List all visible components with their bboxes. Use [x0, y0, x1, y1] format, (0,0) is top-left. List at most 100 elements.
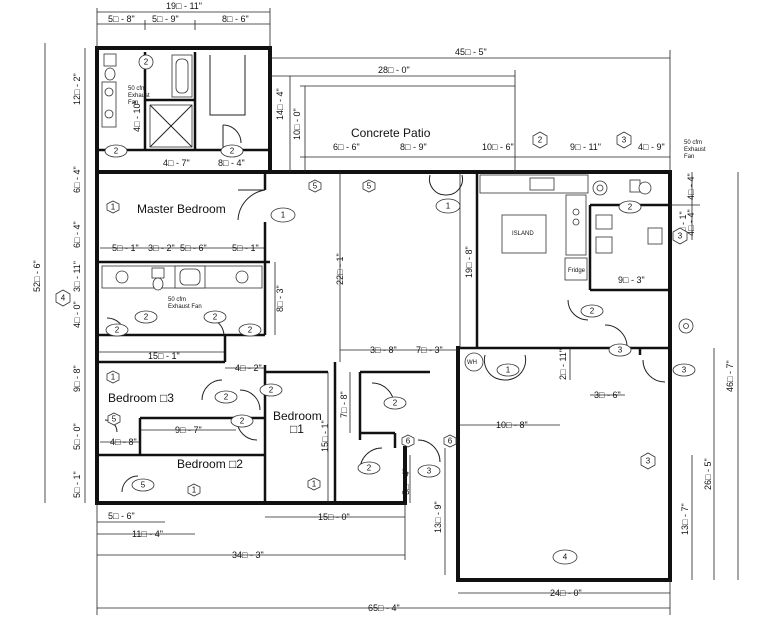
dim-5-1-c: 5□ - 1"	[72, 471, 82, 498]
bedroom-1-label: Bedroom	[273, 409, 322, 423]
fan-note-utility-2: Exhaust	[684, 147, 706, 153]
tag-3: 3	[427, 467, 432, 476]
dim-6-4-a: 6□ - 4"	[72, 166, 82, 193]
dim-15-1-b: 15□ - 1"	[320, 420, 330, 452]
tag-6: 6	[448, 437, 453, 446]
dim-4-9: 4□ - 9"	[638, 142, 665, 152]
dim-52-6: 52□ - 6"	[32, 260, 42, 292]
dim-8-4: 8□ - 4"	[218, 158, 245, 168]
dim-5-4: 5□ - 4"	[401, 468, 411, 495]
dim-9-8: 9□ - 8"	[72, 365, 82, 392]
dim-4-4-a: 4□ - 4"	[686, 173, 696, 200]
dim-10-0: 10□ - 0"	[292, 108, 302, 140]
tag-3: 3	[682, 366, 687, 375]
dim-10-8: 10□ - 8"	[496, 420, 528, 430]
dim-34-3: 34□ - 3"	[232, 550, 264, 560]
fan-note-hall-1: 50 cfm	[168, 297, 186, 303]
dim-7-8: 7□ - 8"	[339, 391, 349, 418]
tag-3: 3	[646, 457, 651, 466]
dim-3-8: 3□ - 8"	[370, 345, 397, 355]
dim-5-6-b: 5□ - 6"	[108, 511, 135, 521]
tag-1: 1	[506, 366, 511, 375]
concrete-patio-label: Concrete Patio	[351, 126, 431, 140]
fan-note-master-1: 50 cfm	[128, 86, 146, 92]
fan-note-hall-2: Exhaust Fan	[168, 304, 202, 310]
tag-2: 2	[269, 386, 274, 395]
dim-6-4-b: 6□ - 4"	[72, 221, 82, 248]
dim-8-6: 8□ - 6"	[222, 14, 249, 24]
tag-1: 1	[281, 211, 286, 220]
tags: 2 2 2 1 1 5 5 1 2 3 2 3 4 2 2 2 2 2 3 3 …	[55, 54, 696, 565]
dim-5-9: 5□ - 9"	[152, 14, 179, 24]
tag-4: 4	[61, 294, 66, 303]
dim-28-0: 28□ - 0"	[378, 65, 410, 75]
dim-11-4: 11□ - 4"	[132, 529, 163, 539]
dim-5-6-a: 5□ - 6"	[180, 243, 207, 253]
tag-5: 5	[112, 415, 117, 424]
bedroom-2-label: Bedroom □2	[177, 457, 243, 471]
dim-22-1: 22□ - 1"	[335, 253, 345, 285]
bedroom-1-number-label: □1	[290, 422, 304, 436]
dim-8-9: 8□ - 9"	[400, 142, 427, 152]
dim-24-0: 24□ - 0"	[550, 588, 582, 598]
tag-1: 1	[111, 203, 116, 212]
dim-15-0: 15□ - 0"	[318, 512, 350, 522]
dimension-lines	[44, 8, 739, 615]
water-heater-label: WH	[467, 360, 477, 366]
dim-65-4: 65□ - 4"	[368, 603, 400, 613]
tag-2: 2	[144, 313, 149, 322]
bedroom-3-label: Bedroom □3	[108, 391, 174, 405]
dim-4-4-b: 4□ - 4"	[686, 209, 696, 236]
dim-19-8: 19□ - 8"	[464, 246, 474, 278]
dim-45-5: 45□ - 5"	[455, 47, 487, 57]
dim-19-11: 19□ - 11"	[166, 1, 202, 11]
tag-3: 3	[678, 232, 683, 241]
dim-7-3: 7□ - 3"	[416, 345, 443, 355]
island-label: ISLAND	[512, 231, 534, 237]
dim-13-7: 13□ - 7"	[680, 503, 690, 535]
dim-4-0: 4□ - 0"	[72, 301, 82, 328]
tag-2: 2	[114, 147, 119, 156]
tag-2: 2	[248, 326, 253, 335]
dim-5-0: 5□ - 0"	[72, 423, 82, 450]
fan-note-master-3: Fan	[128, 100, 138, 106]
tag-2: 2	[590, 307, 595, 316]
dim-46-7: 46□ - 7"	[725, 360, 735, 392]
tag-5: 5	[141, 481, 146, 490]
dim-3-2: 3□ - 2"	[148, 243, 175, 253]
tag-2: 2	[213, 313, 218, 322]
dim-4-10: 4□ - 10"	[132, 100, 142, 132]
dim-2-11: 2□ - 11"	[558, 349, 568, 380]
dim-5-1-a: 5□ - 1"	[112, 243, 139, 253]
dim-14-4: 14□ - 4"	[275, 88, 285, 120]
dim-3-1: 3□ - 1"	[678, 211, 688, 238]
tag-3: 3	[622, 136, 627, 145]
fan-note-utility-3: Fan	[684, 154, 694, 160]
tag-2: 2	[367, 464, 372, 473]
dim-5-1-b: 5□ - 1"	[232, 243, 259, 253]
dim-5-8: 5□ - 8"	[108, 14, 135, 24]
fixtures	[101, 53, 694, 372]
tag-1: 1	[111, 373, 116, 382]
tag-2: 2	[393, 399, 398, 408]
tag-5: 5	[367, 182, 372, 191]
tag-2: 2	[224, 393, 229, 402]
exterior-walls	[95, 46, 672, 582]
tag-4: 4	[563, 553, 568, 562]
dim-3-11: 3□ - 11"	[72, 261, 82, 292]
dim-15-1-a: 15□ - 1"	[148, 351, 180, 361]
dim-6-6: 6□ - 6"	[333, 142, 360, 152]
dim-3-6: 3□ - 6"	[594, 390, 621, 400]
tag-2: 2	[538, 136, 543, 145]
tag-6: 6	[406, 437, 411, 446]
tag-2: 2	[230, 147, 235, 156]
dim-4-7: 4□ - 7"	[163, 158, 190, 168]
tag-3: 3	[618, 346, 623, 355]
dim-13-9: 13□ - 9"	[433, 501, 443, 533]
tag-1: 1	[312, 480, 317, 489]
fan-note-master-2: Exhaust	[128, 93, 150, 99]
tag-1: 1	[446, 202, 451, 211]
dim-4-2: 4□ - 2"	[235, 363, 262, 373]
tag-2: 2	[240, 417, 245, 426]
